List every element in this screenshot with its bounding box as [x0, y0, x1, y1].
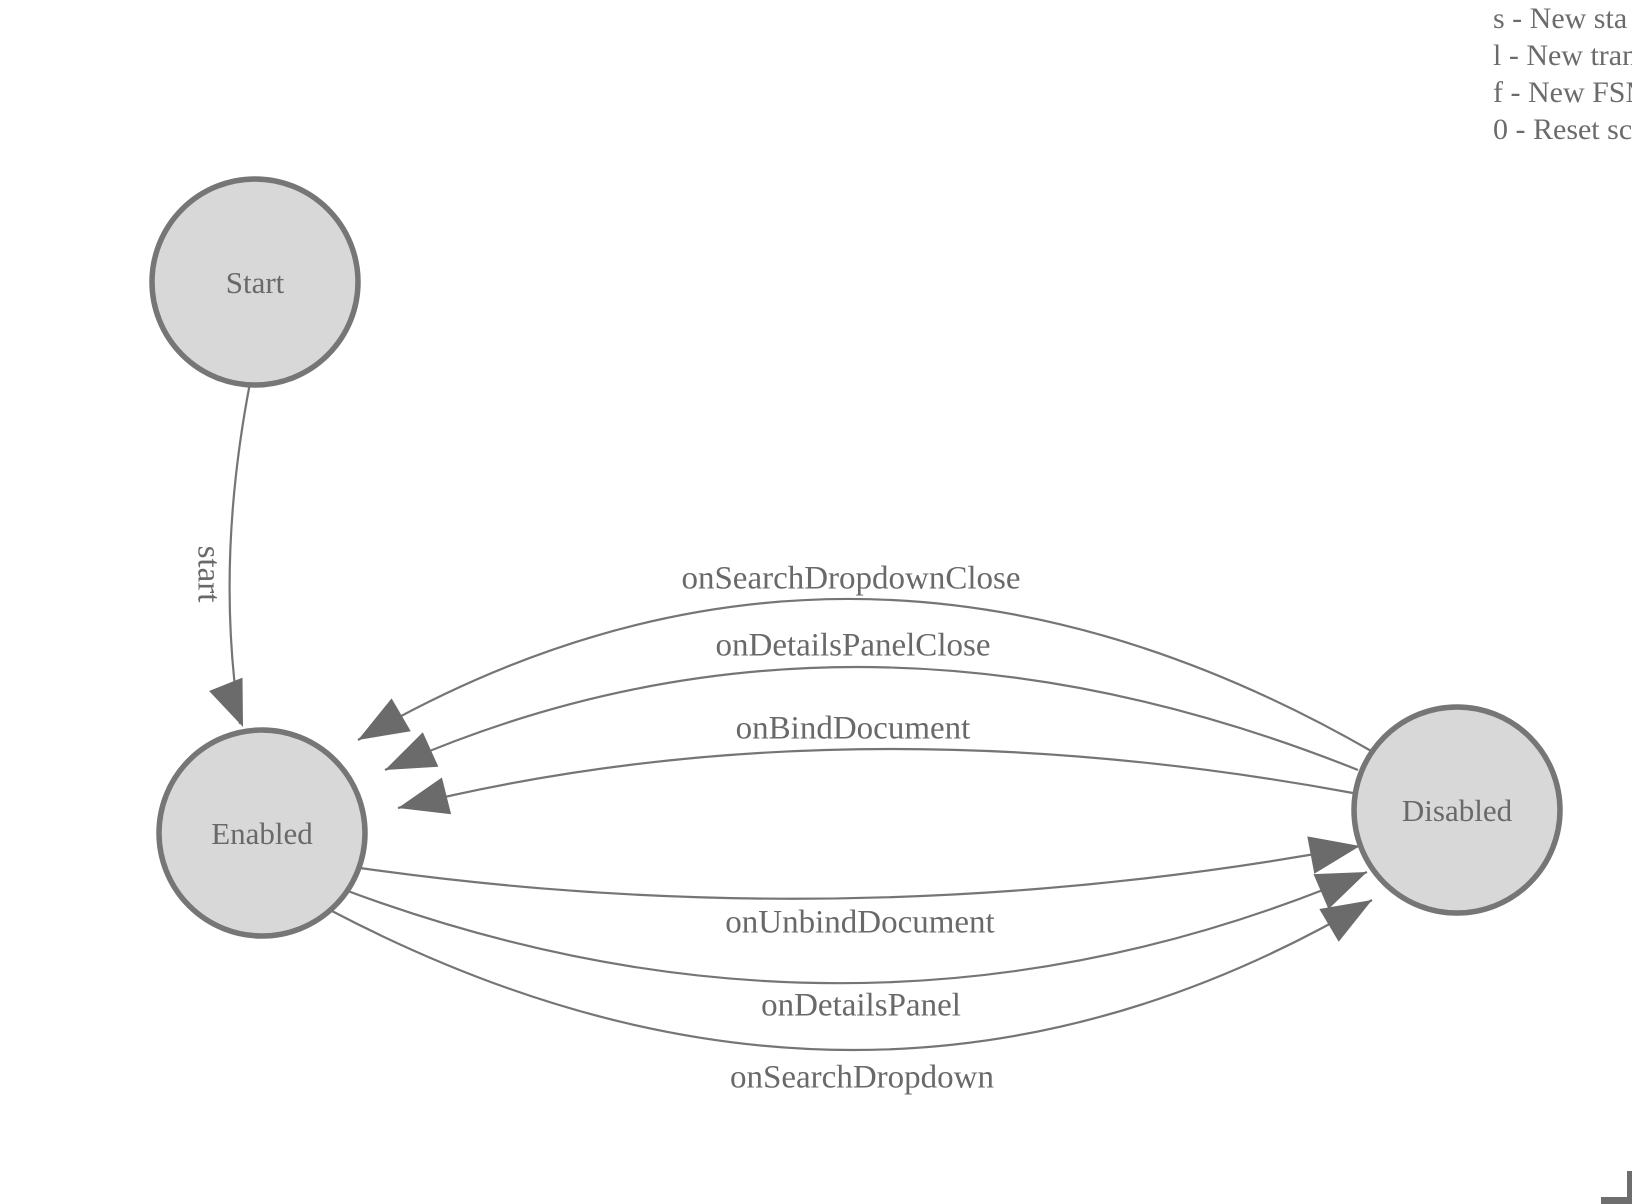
shortcut-legend: s - New sta l - New tran f - New FSM 0 -… [1493, 0, 1632, 148]
arrowhead-icon [209, 677, 243, 727]
arrowhead-icon [1319, 900, 1372, 942]
transition-edge-onSearchDropdownClose[interactable] [357, 597, 1374, 753]
state-label-disabled: Disabled [1402, 793, 1513, 828]
state-label-enabled: Enabled [211, 816, 313, 851]
arrowhead-icon [1307, 836, 1360, 874]
transition-label-onDetailsPanel: onDetailsPanel [761, 988, 961, 1024]
transition-edge-onUnbindDocument[interactable] [359, 844, 1361, 900]
state-circle-start[interactable] [149, 176, 361, 388]
arrowhead-icon [385, 732, 439, 770]
transition-label-onDetailsPanelClose: onDetailsPanelClose [716, 628, 991, 664]
transition-edge-onBindDocument[interactable] [397, 747, 1354, 810]
transition-edge-onDetailsPanelClose[interactable] [384, 665, 1359, 772]
state-node-disabled[interactable]: Disabled [1351, 704, 1563, 916]
legend-line: 0 - Reset sc [1493, 113, 1632, 146]
canvas-corner-marker [1601, 1171, 1632, 1204]
legend-line: s - New sta [1493, 2, 1628, 35]
state-label-start: Start [226, 265, 285, 300]
transition-edge-onSearchDropdown[interactable] [329, 899, 1373, 1052]
state-circle-disabled[interactable] [1351, 704, 1563, 916]
legend-line: f - New FSM [1493, 76, 1632, 109]
arrowhead-icon [358, 698, 411, 740]
transition-edge-onDetailsPanel[interactable] [344, 870, 1368, 985]
transition-label-start: start [190, 546, 226, 603]
transition-label-onSearchDropdown: onSearchDropdown [730, 1060, 994, 1096]
state-circle-enabled[interactable] [156, 727, 368, 939]
legend-line: l - New tran [1493, 39, 1632, 72]
arrowhead-icon [398, 777, 452, 815]
transition-edge-start[interactable] [228, 382, 252, 725]
state-node-start[interactable]: Start [149, 176, 361, 388]
state-node-enabled[interactable]: Enabled [156, 727, 368, 939]
transition-label-onSearchDropdownClose: onSearchDropdownClose [681, 561, 1020, 597]
transition-label-onBindDocument: onBindDocument [736, 711, 971, 747]
transition-label-onUnbindDocument: onUnbindDocument [725, 905, 994, 941]
arrowhead-icon [1313, 872, 1367, 910]
